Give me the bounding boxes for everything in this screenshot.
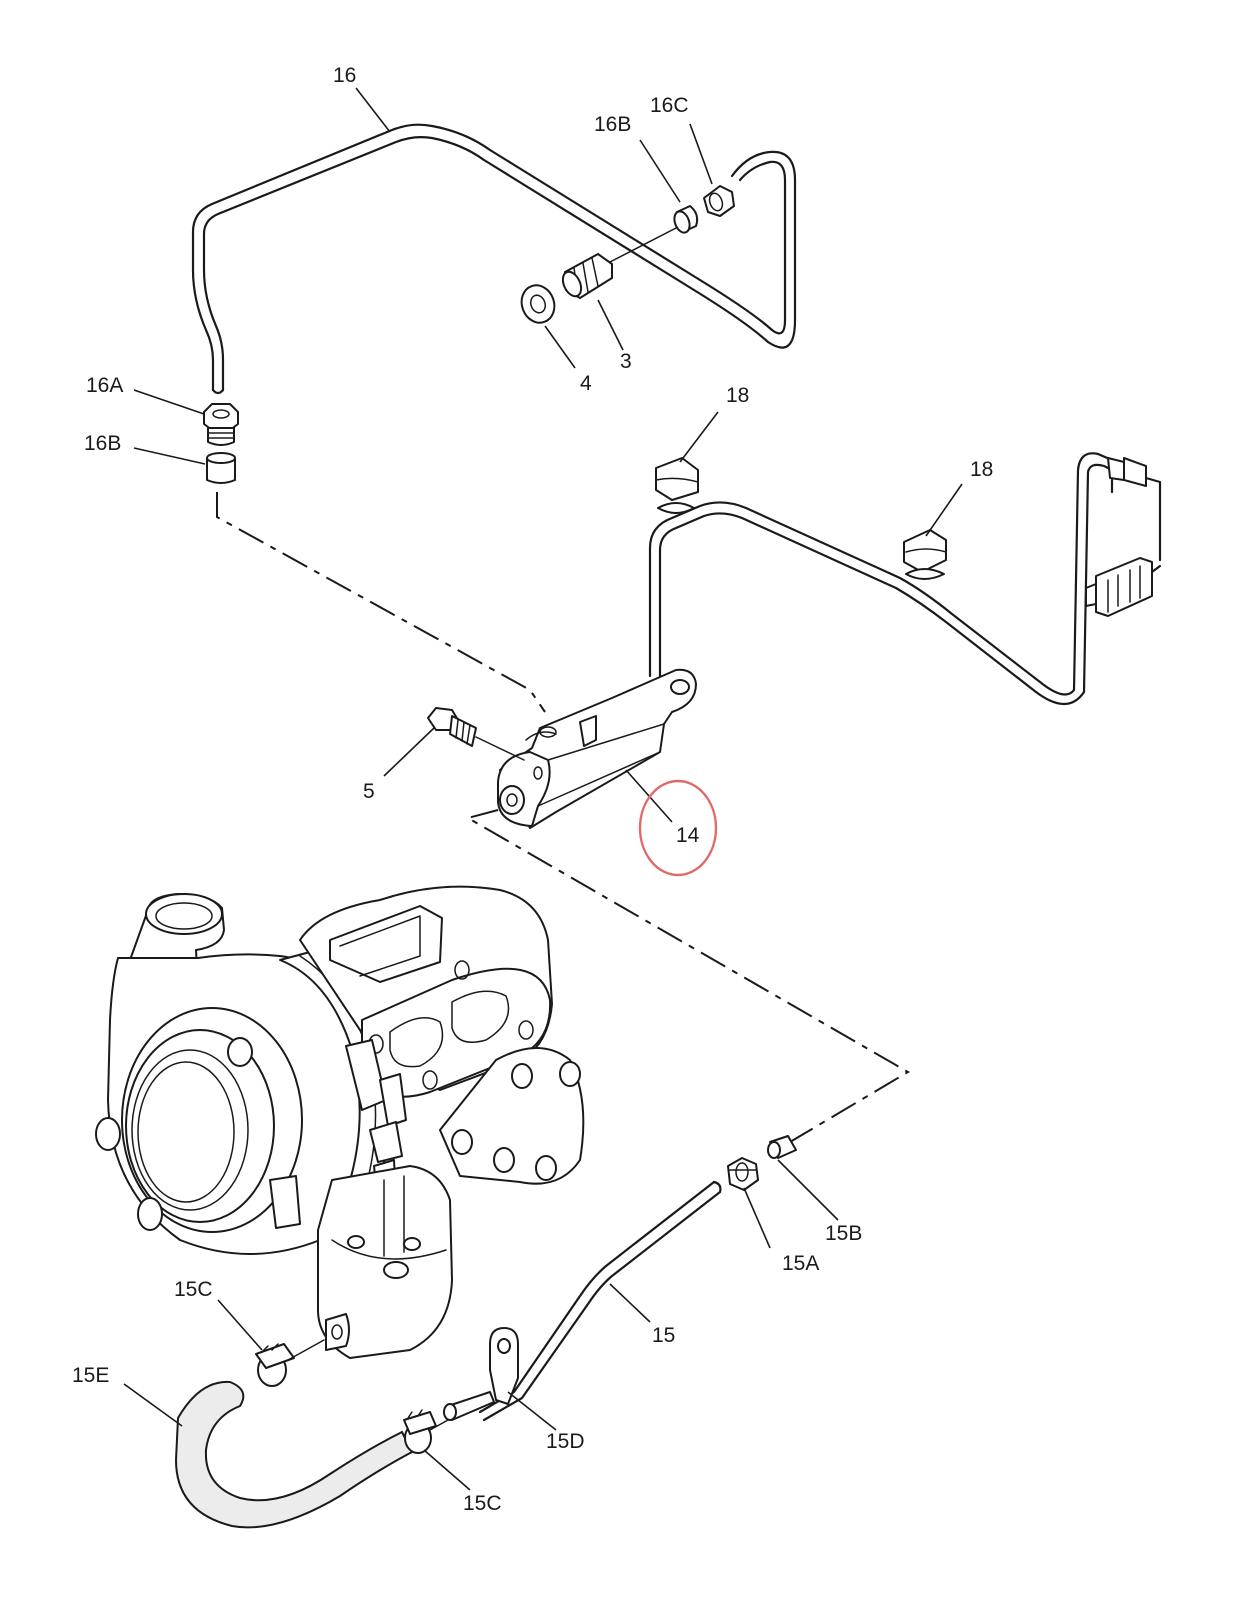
clamp-15c-upper	[255, 1339, 325, 1387]
callout-16: 16	[333, 64, 356, 87]
oil-tube-15	[478, 1180, 722, 1422]
washer-4	[520, 284, 556, 324]
callout-18-left: 18	[726, 384, 749, 407]
sensor-block-14	[497, 668, 697, 829]
highlight-circle-14	[638, 779, 718, 877]
callout-15d: 15D	[546, 1430, 585, 1453]
callout-14: 14	[676, 824, 700, 847]
callout-15a: 15A	[782, 1252, 819, 1275]
fitting-16a	[203, 403, 239, 446]
clip-18-left	[655, 457, 699, 514]
hose-15e	[174, 1380, 414, 1529]
callout-15c-lower: 15C	[463, 1492, 502, 1515]
callout-15b: 15B	[825, 1222, 862, 1245]
bracket-15d	[443, 1327, 519, 1421]
callout-5: 5	[363, 780, 375, 803]
callout-16b-left: 16B	[84, 432, 121, 455]
nut-16c-top	[703, 185, 735, 217]
callout-labels: 16 16B 16C 4 3 16A 16B 18 18 5 14 15C 15…	[72, 64, 993, 1515]
callout-15: 15	[652, 1324, 675, 1347]
callout-18-right: 18	[970, 458, 993, 481]
sensor-wire-harness	[648, 452, 1162, 706]
callout-15c-upper: 15C	[174, 1278, 213, 1301]
callout-16b-top: 16B	[594, 113, 631, 136]
assembly-path-14-to-15	[465, 809, 910, 1143]
oil-tube-16	[191, 123, 797, 395]
callout-3: 3	[620, 350, 632, 373]
leader-lines	[123, 87, 963, 1491]
callout-4: 4	[580, 372, 592, 395]
sleeve-16b-top	[673, 205, 699, 234]
adapter-3	[561, 253, 613, 299]
callout-15e: 15E	[72, 1364, 109, 1387]
callout-16a: 16A	[86, 374, 123, 397]
clamp-15c-lower	[403, 1409, 449, 1454]
assembly-path-16-to-14	[216, 492, 546, 713]
turbocharger	[95, 885, 585, 1359]
sleeve-16b-left	[206, 452, 236, 484]
clip-18-right	[903, 529, 947, 580]
sleeve-15b	[767, 1135, 797, 1159]
fitting-15a	[727, 1157, 759, 1191]
bolt-5	[427, 707, 525, 761]
callout-16c: 16C	[650, 94, 689, 117]
